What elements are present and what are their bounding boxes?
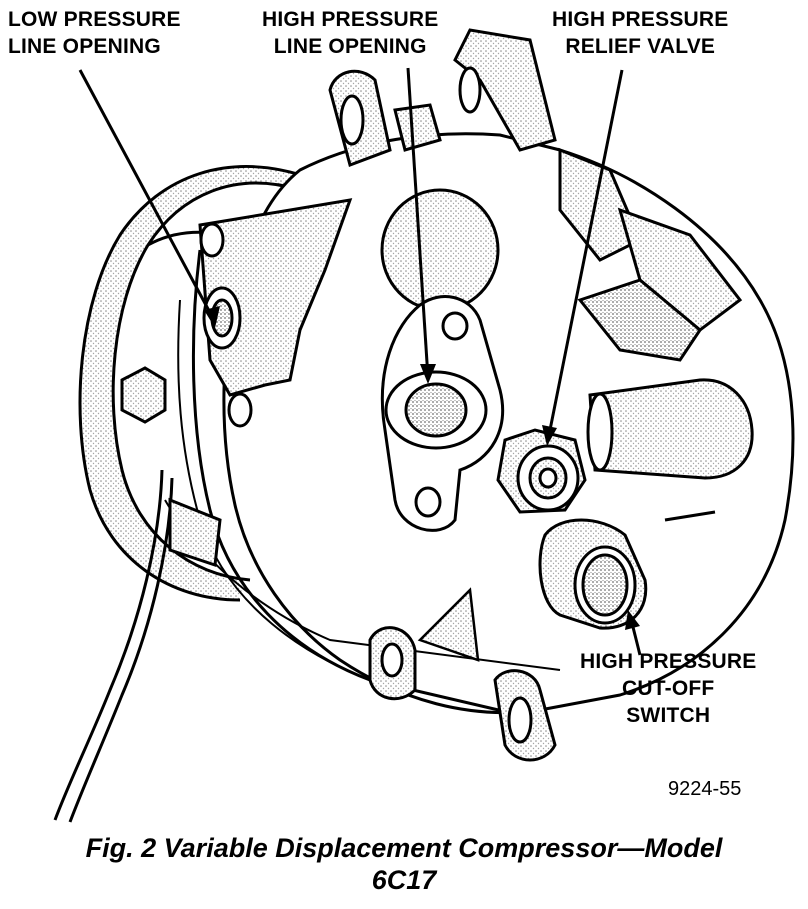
label-line: HIGH PRESSURE (262, 8, 439, 31)
relief-valve (496, 428, 587, 514)
side-port-boss (586, 378, 754, 522)
leader-relief-valve (546, 69, 624, 441)
housing-rib (558, 147, 743, 362)
label-line: HIGH PRESSURE (552, 8, 729, 31)
label-high-pressure-line-opening: HIGH PRESSURE LINE OPENING (262, 6, 438, 60)
mounting-ear-top (328, 28, 557, 167)
upper-boss (380, 188, 500, 312)
figure-caption: Fig. 2 Variable Displacement Compressor—… (0, 832, 808, 896)
label-high-pressure-relief-valve: HIGH PRESSURE RELIEF VALVE (552, 6, 728, 60)
leader-low-pressure (78, 69, 217, 323)
caption-line: Fig. 2 Variable Displacement Compressor—… (85, 833, 723, 863)
label-line: CUT-OFF (622, 677, 715, 700)
arrow-cutoff-switch (625, 610, 640, 630)
figure-number: 9224-55 (668, 778, 742, 800)
label-line: LINE OPENING (8, 35, 161, 58)
label-line: LINE OPENING (273, 35, 427, 58)
label-low-pressure-line-opening: LOW PRESSURE LINE OPENING (8, 6, 181, 60)
high-pressure-plate (380, 295, 505, 532)
arrow-relief-valve (542, 425, 557, 446)
housing-wedge (417, 587, 480, 662)
arrow-low-pressure (204, 306, 220, 328)
label-high-pressure-cutoff-switch: HIGH PRESSURE CUT-OFF SWITCH (580, 648, 756, 729)
caption-line: 6C17 (371, 865, 437, 895)
label-line: LOW PRESSURE (8, 8, 181, 31)
low-pressure-flange (198, 198, 353, 428)
mounting-ear-bottom (368, 626, 557, 762)
label-line: SWITCH (626, 704, 711, 727)
label-line: HIGH PRESSURE (580, 650, 757, 673)
clutch-wire (53, 469, 222, 823)
cutoff-switch (538, 518, 648, 630)
leader-high-pressure-line (406, 67, 430, 379)
arrow-high-pressure-line (420, 364, 436, 384)
hex-bolt (120, 366, 167, 424)
label-line: RELIEF VALVE (565, 35, 716, 58)
leader-arrowheads (204, 306, 640, 630)
